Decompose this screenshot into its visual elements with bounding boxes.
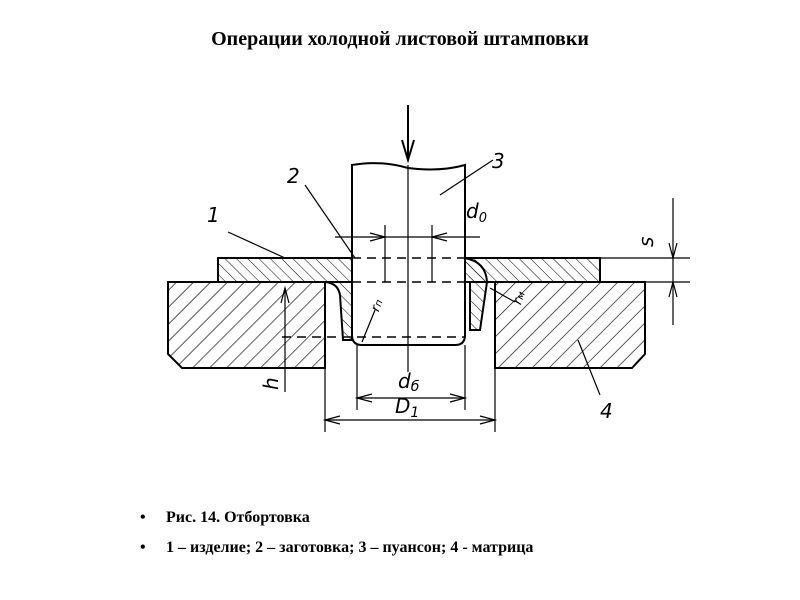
label-part-2: 2	[287, 164, 300, 188]
bullet: •	[140, 539, 146, 556]
blank-outline	[282, 257, 465, 338]
label-part-3: 3	[492, 149, 505, 173]
dim-D1-symbol: D	[395, 394, 410, 418]
dim-db-symbol: d	[398, 369, 411, 393]
figure-caption: Рис. 14. Отбортовка	[166, 509, 310, 526]
dim-D1: D1	[395, 394, 419, 421]
dim-s: s	[634, 237, 658, 247]
dim-D1-subscript: 1	[410, 405, 419, 421]
label-part-4: 4	[600, 399, 613, 423]
dim-rm: rм	[510, 289, 529, 307]
legend-text: 1 – изделие; 2 – заготовка; 3 – пуансон;…	[166, 539, 534, 556]
dimension-lines	[280, 198, 690, 432]
dim-rm-subscript: м	[515, 290, 528, 301]
die-right	[494, 281, 646, 369]
dim-db-subscript: б	[411, 379, 420, 395]
die-left	[167, 281, 326, 369]
dim-d0-subscript: 0	[479, 211, 487, 226]
bullet: •	[140, 509, 146, 526]
slide-title: Операции холодной листовой штамповки	[211, 28, 589, 50]
force-arrowhead	[401, 139, 415, 164]
dim-d0: d0	[466, 199, 487, 226]
label-part-1: 1	[207, 203, 220, 227]
caption-item: • Рис. 14. Отбортовка	[140, 503, 533, 533]
caption-list: • Рис. 14. Отбортовка • 1 – изделие; 2 – з…	[140, 503, 533, 563]
dim-d0-symbol: d	[466, 199, 479, 223]
dim-rp: rп	[368, 297, 386, 314]
sheet-left	[217, 257, 353, 283]
flange-left	[324, 281, 353, 341]
dim-rp-subscript: п	[373, 298, 386, 308]
flange-right	[464, 257, 489, 331]
dim-rp-symbol: r	[368, 302, 384, 314]
dim-db: dб	[398, 369, 420, 395]
dim-rm-symbol: r	[510, 295, 526, 307]
leader-lines	[227, 159, 601, 396]
dim-h: h	[259, 377, 283, 390]
caption-item: • 1 – изделие; 2 – заготовка; 3 – пуансон…	[140, 533, 533, 563]
